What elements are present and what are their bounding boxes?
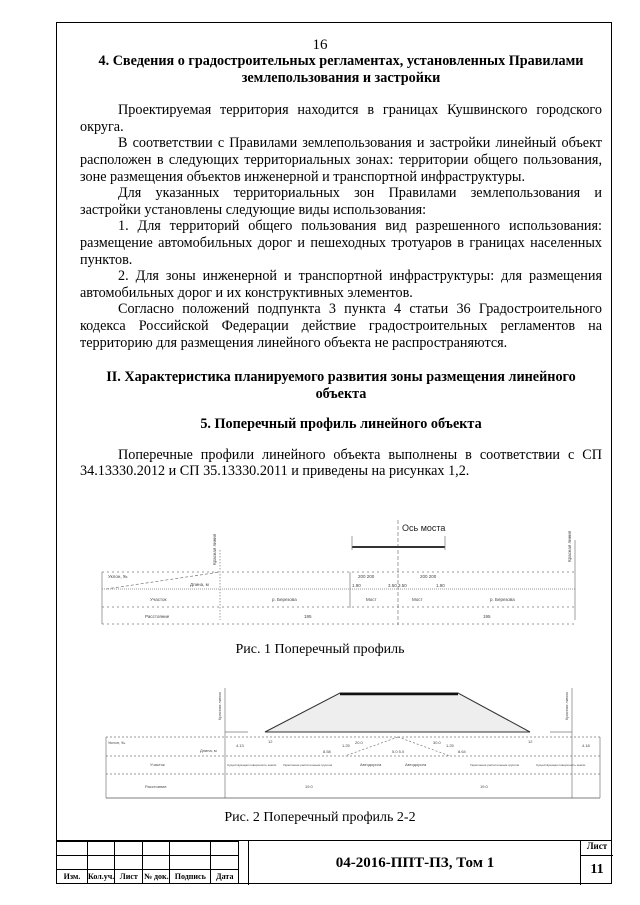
- value: Мост: [366, 597, 377, 602]
- header-cell: Лист: [114, 869, 144, 884]
- document-code: 04-2016-ППТ-ПЗ, Том 1: [248, 841, 581, 885]
- value: 19.0: [305, 784, 314, 789]
- length-label: Длина, м: [200, 748, 217, 753]
- value: Укрепление растительным грунтом: [470, 763, 519, 767]
- figure-2-caption: Рис. 2 Поперечный профиль 2-2: [224, 810, 416, 825]
- page-number: 16: [312, 37, 328, 53]
- value: Автодорога: [360, 762, 382, 767]
- red-line-label-right: Красная линия: [564, 692, 569, 720]
- red-line-label-left: Красная линия: [217, 692, 222, 720]
- page-frame: [56, 22, 612, 884]
- header-cell: Дата: [210, 869, 240, 884]
- value: Существующая поверхность земли: [536, 763, 586, 767]
- red-line-label-left: Красная линия: [212, 533, 217, 565]
- section-label: Участок: [150, 762, 165, 767]
- slope-label: Уклон, ‰: [108, 574, 128, 579]
- value: 4.18: [582, 743, 591, 748]
- value: 3.50 3.50: [388, 583, 407, 588]
- value: Автодорога: [405, 762, 427, 767]
- slope-label: Уклон, ‰: [108, 740, 125, 745]
- header-cell: Подпись: [169, 869, 212, 884]
- paragraph: Проектируемая территория находится в гра…: [80, 102, 602, 135]
- value: 8.64: [458, 749, 467, 754]
- axis-label: Ось моста: [402, 523, 445, 533]
- value: 4.13: [236, 743, 245, 748]
- value: Укрепление растительным грунтом: [283, 763, 332, 767]
- value: 12: [268, 739, 273, 744]
- figure-1-caption: Рис. 1 Поперечный профиль: [235, 642, 405, 657]
- section-2-title: II. Характеристика планируемого развития…: [106, 369, 576, 402]
- section-label: Участок: [150, 597, 166, 602]
- value: 195: [483, 614, 491, 619]
- value: Существующая поверхность земли: [227, 763, 277, 767]
- title-block: Изм. Кол.уч. Лист № док. Подпись Дата 04…: [56, 840, 613, 885]
- sheet-label: Лист: [581, 841, 613, 856]
- figure-2-drawing: Красная линия Красная линия Уклон, ‰ Дли…: [105, 688, 601, 799]
- distance-label: Расстояние: [145, 614, 170, 619]
- header-cell: Кол.уч.: [86, 869, 116, 884]
- value: 12: [528, 739, 533, 744]
- distance-label: Расстояние: [145, 784, 167, 789]
- value: 20.0: [355, 740, 364, 745]
- paragraph: В соответствии с Правилами землепользова…: [80, 135, 602, 185]
- header-cell: Изм.: [56, 869, 88, 884]
- length-label: Длина, м: [190, 582, 209, 587]
- paragraph: Согласно положений подпункта 3 пункта 4 …: [80, 301, 602, 351]
- section-5-title: 5. Поперечный профиль линейного объекта: [200, 416, 482, 433]
- section-4-title: 4. Сведения о градостроительных регламен…: [98, 53, 584, 86]
- value: 5.0 5.0: [392, 749, 405, 754]
- value: 8.58: [323, 749, 332, 754]
- revision-table: Изм. Кол.уч. Лист № док. Подпись Дата: [56, 841, 240, 884]
- value: р. Березова: [272, 597, 297, 602]
- value: р. Березова: [490, 597, 515, 602]
- value: Мост: [412, 597, 423, 602]
- paragraph: Поперечные профили линейного объекта вып…: [80, 446, 602, 480]
- paragraph: 1. Для территорий общего пользования вид…: [80, 218, 602, 268]
- value: 1.25: [342, 743, 351, 748]
- paragraph: 2. Для зоны инженерной и транспортной ин…: [80, 268, 602, 301]
- red-line-label-right: Красная линия: [567, 530, 572, 562]
- value: 1.25: [446, 743, 455, 748]
- header-cell: № док.: [142, 869, 171, 884]
- value: 200 200: [358, 574, 375, 579]
- value: 200 200: [420, 574, 437, 579]
- value: 1.90: [436, 583, 445, 588]
- section-4: 4. Сведения о градостроительных регламен…: [80, 53, 602, 480]
- value: 1.90: [352, 583, 361, 588]
- sheet-box: Лист 11: [580, 841, 613, 885]
- sheet-number: 11: [590, 862, 604, 877]
- value: 30.0: [433, 740, 442, 745]
- figure-1-drawing: Красная линия Красная линия Ось моста Ук…: [101, 520, 576, 625]
- paragraph: Для указанных территориальных зон Правил…: [80, 185, 602, 218]
- value: 19.0: [480, 784, 489, 789]
- value: 195: [304, 614, 312, 619]
